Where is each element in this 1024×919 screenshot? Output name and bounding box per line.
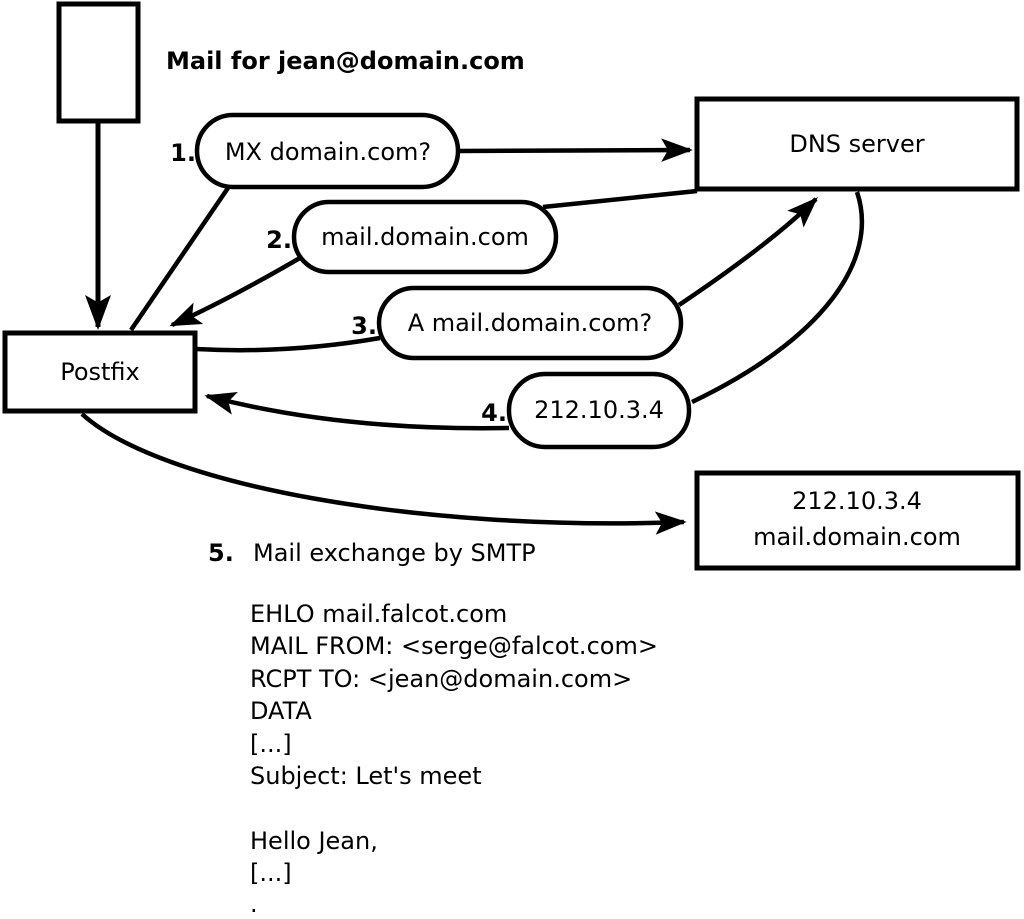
mx-query-label: MX domain.com? <box>225 138 431 166</box>
a-query-pill <box>376 285 684 361</box>
a-answer-label: 212.10.3.4 <box>534 396 664 424</box>
mail-server-host-label: mail.domain.com <box>753 523 961 551</box>
a-answer-pill <box>506 371 692 450</box>
diagram-title: Mail for jean@domain.com <box>166 47 525 75</box>
step1-number: 1. <box>170 139 196 167</box>
smtp-line: Hello Jean, <box>250 827 378 855</box>
smtp-session-block: EHLO mail.falcot.com MAIL FROM: <serge@f… <box>250 600 658 918</box>
postfix-label: Postfix <box>60 358 140 386</box>
smtp-line: Subject: Let's meet <box>250 762 482 790</box>
smtp-line: [...] <box>250 730 292 758</box>
step3-number: 3. <box>351 312 377 340</box>
dns-server-box <box>694 96 1020 192</box>
mx-answer-label: mail.domain.com <box>321 223 529 251</box>
smtp-line: . <box>250 890 258 918</box>
dns-to-a-answer-line <box>691 191 865 405</box>
mail-server-ip-label: 212.10.3.4 <box>792 487 922 515</box>
step4-number: 4. <box>481 399 507 427</box>
mx-query-to-dns-arrow <box>457 138 693 162</box>
postfix-to-mx-query-line <box>129 186 230 332</box>
smtp-line: [...] <box>250 859 292 887</box>
incoming-message-icon <box>56 1 141 124</box>
mx-query-pill <box>194 112 461 190</box>
smtp-line: DATA <box>250 697 312 725</box>
smtp-line: MAIL FROM: <serge@falcot.com> <box>250 632 658 660</box>
a-query-to-dns-arrow <box>677 197 818 307</box>
a-query-label: A mail.domain.com? <box>408 309 653 337</box>
postfix-box <box>2 330 198 414</box>
mx-answer-to-postfix-arrow <box>169 253 307 328</box>
smtp-line: RCPT TO: <jean@domain.com> <box>250 665 632 693</box>
step5-number: 5. <box>208 539 234 567</box>
postfix-to-a-query-line <box>195 335 381 353</box>
a-answer-to-postfix-arrow <box>204 392 510 431</box>
smtp-line: EHLO mail.falcot.com <box>250 600 507 628</box>
mx-answer-pill <box>291 199 559 275</box>
smtp-exchange-label: Mail exchange by SMTP <box>253 539 536 567</box>
step2-number: 2. <box>266 226 292 254</box>
dns-to-mx-answer-line <box>542 188 698 210</box>
smtp-exchange-arrow <box>80 412 687 535</box>
dns-server-label: DNS server <box>789 130 924 158</box>
mail-server-box <box>694 470 1021 571</box>
